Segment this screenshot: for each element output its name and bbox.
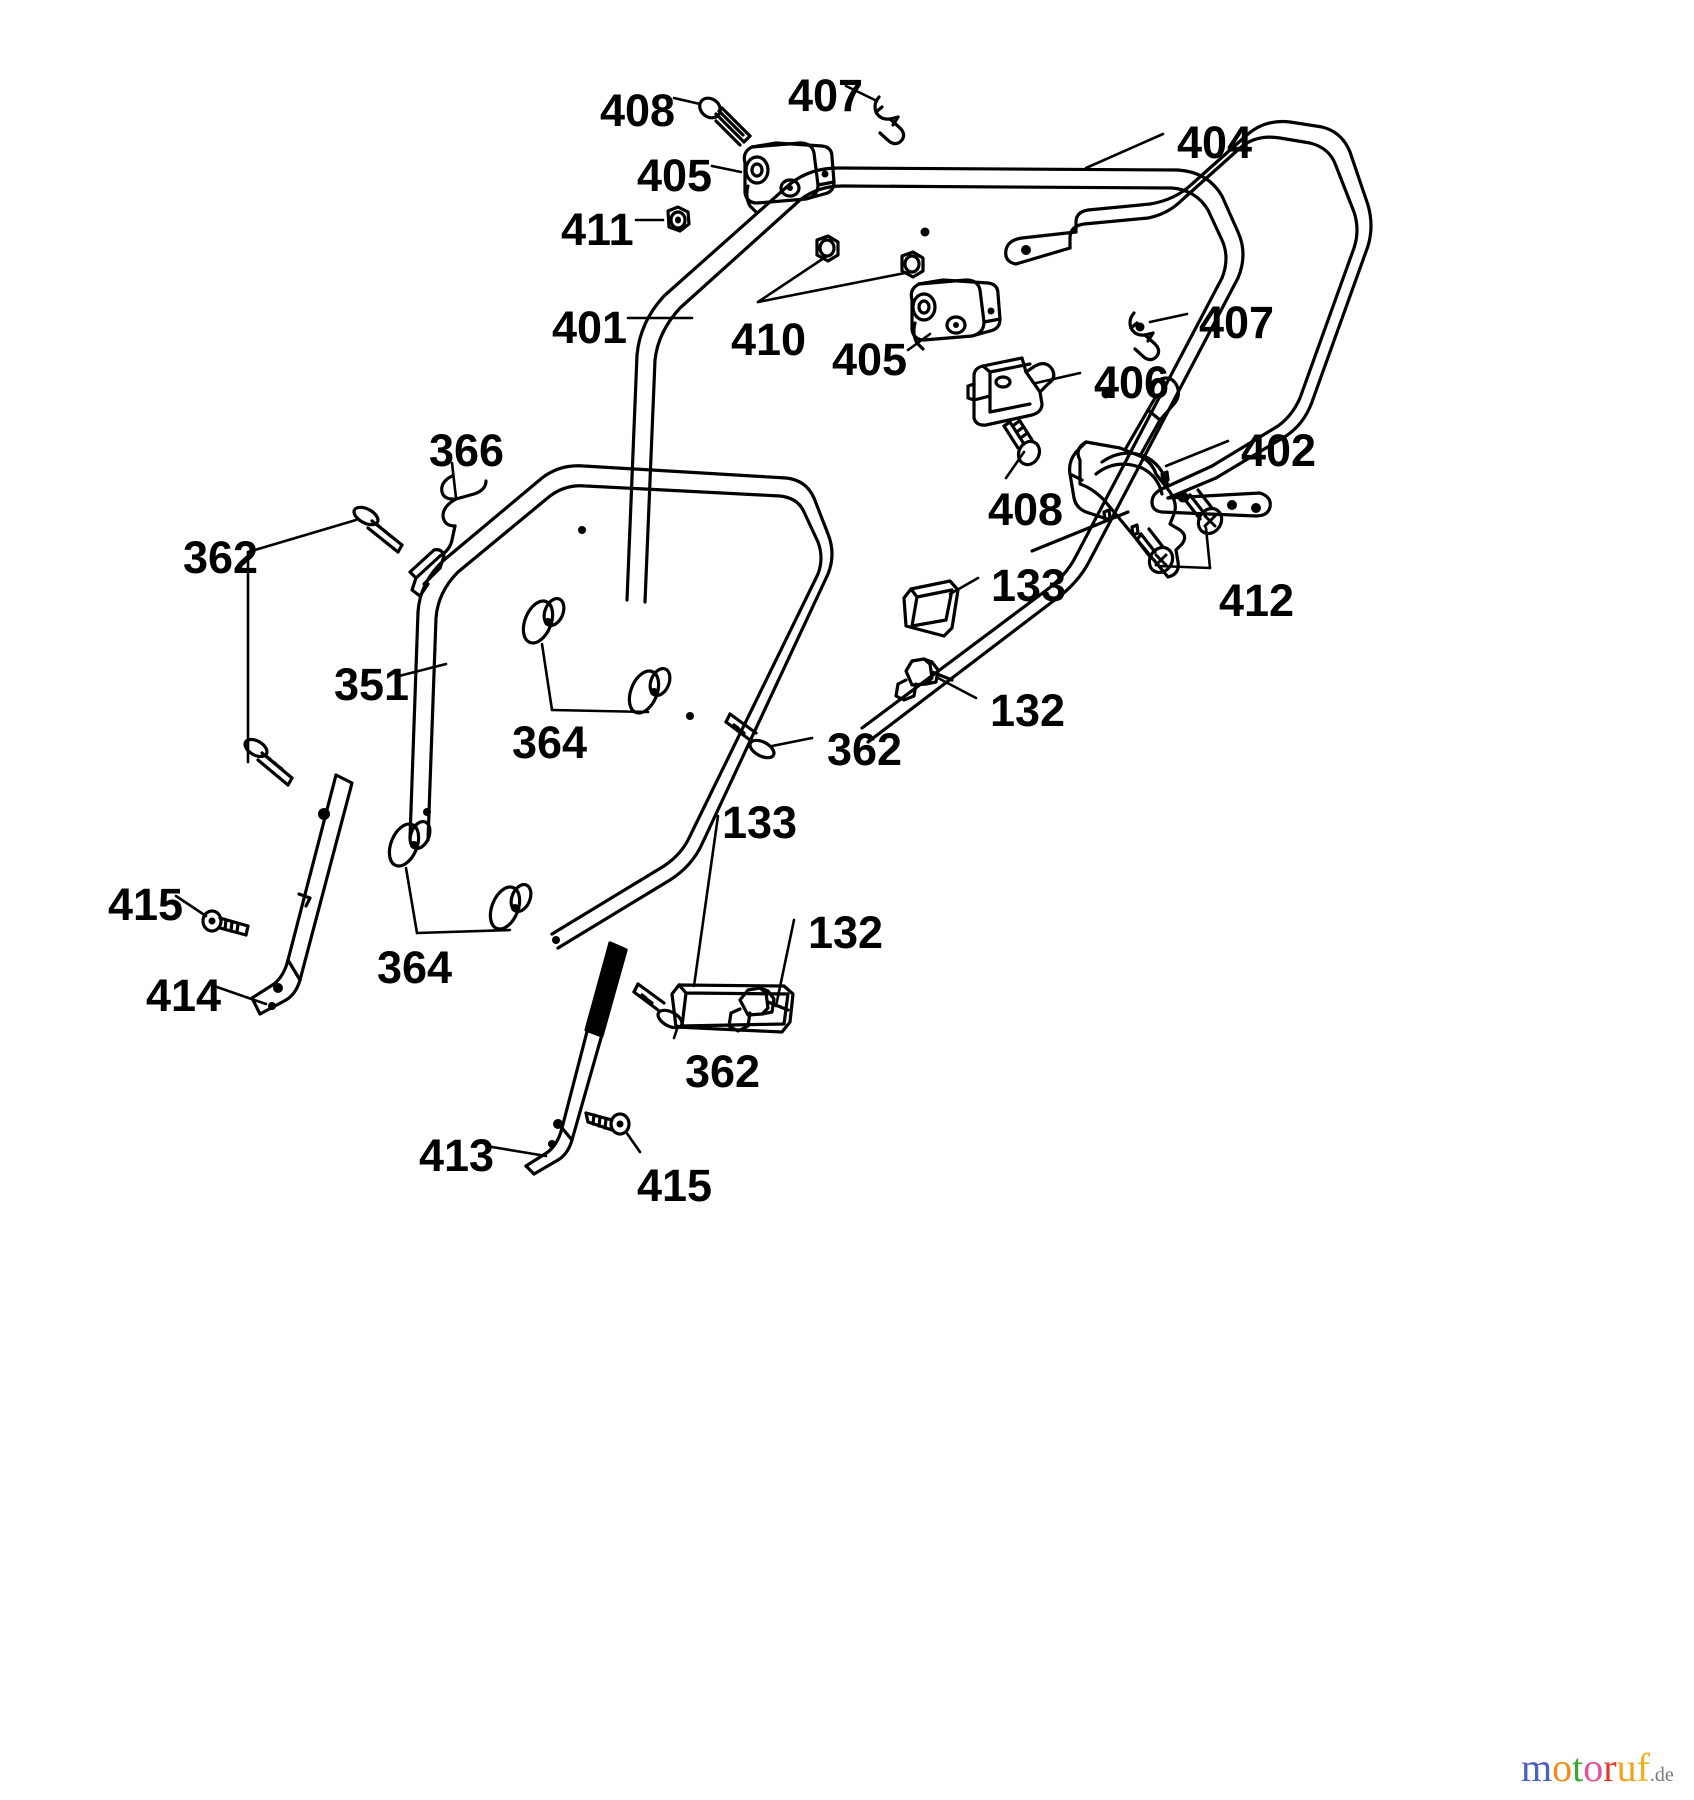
part-bolt-407-upper — [873, 95, 906, 146]
part-cable-clamp-405-lower — [909, 278, 1002, 351]
part-screw-415-left — [201, 909, 250, 937]
part-screw-412-lower — [1135, 527, 1175, 575]
watermark-char-r: r — [1603, 1745, 1617, 1790]
callout-362-left: 362 — [183, 532, 259, 583]
part-cable-retainer-406 — [966, 356, 1056, 427]
callout-406: 406 — [1094, 357, 1170, 408]
callout-405-upper: 405 — [637, 150, 713, 201]
part-switch-bracket-133-upper — [902, 579, 960, 638]
part-handle-bracket-413 — [524, 941, 628, 1176]
callout-415-right: 415 — [637, 1160, 713, 1211]
part-rivet-362-left-end — [243, 737, 294, 787]
part-throttle-control-402 — [1030, 376, 1187, 579]
part-nut-410-b — [900, 250, 925, 279]
callout-364-lower: 364 — [377, 942, 453, 993]
watermark-char-t: t — [1572, 1745, 1584, 1790]
callout-410: 410 — [731, 314, 807, 365]
callout-413: 413 — [419, 1130, 495, 1181]
callout-133-upper: 133 — [991, 560, 1067, 611]
part-nut-411 — [666, 205, 691, 233]
callout-407-lower: 407 — [1199, 297, 1275, 348]
part-switch-bracket-133-lower — [670, 983, 795, 1034]
part-handle-bracket-414 — [250, 773, 354, 1016]
part-switch-132-upper — [894, 657, 954, 702]
callout-364-upper: 364 — [512, 717, 588, 768]
part-cable-clip-364-a — [521, 596, 566, 645]
callout-412: 412 — [1219, 575, 1295, 626]
part-spring-clip-366 — [408, 474, 488, 598]
watermark-char-m: m — [1521, 1745, 1553, 1790]
part-rivet-362-b — [724, 712, 776, 760]
callout-408-lower: 408 — [988, 484, 1064, 535]
watermark-tld: .de — [1649, 1764, 1674, 1786]
callout-407-upper: 407 — [788, 70, 864, 121]
part-bolt-407-lower — [1128, 311, 1161, 362]
part-cable-clip-364-d — [488, 882, 533, 931]
callout-402: 402 — [1241, 425, 1317, 476]
part-lower-handle-351 — [408, 464, 834, 950]
part-rivet-362-a — [352, 505, 404, 554]
watermark-char-u: u — [1616, 1745, 1637, 1790]
watermark-char-f: f — [1636, 1745, 1650, 1790]
callout-362-bottom: 362 — [685, 1046, 761, 1097]
callout-132-upper: 132 — [990, 685, 1066, 736]
part-nut-410-a — [815, 234, 840, 263]
part-screw-412-upper — [1184, 488, 1224, 536]
watermark-char-o2: o — [1583, 1745, 1604, 1790]
part-screw-415-right — [584, 1111, 631, 1136]
callout-408-upper: 408 — [600, 85, 676, 136]
callout-132-lower: 132 — [808, 907, 884, 958]
callout-411: 411 — [561, 204, 634, 255]
part-switch-132-lower — [727, 986, 790, 1033]
part-screw-408-upper — [698, 96, 752, 147]
part-screw-408-lower — [1002, 416, 1042, 467]
part-cable-clip-364-c — [387, 819, 432, 868]
part-handle-bail-bar-404 — [1004, 119, 1373, 518]
callout-414: 414 — [146, 970, 222, 1021]
callout-415-left: 415 — [108, 879, 184, 930]
callout-362-mid: 362 — [827, 724, 903, 775]
callout-405-lower: 405 — [832, 334, 908, 385]
callout-404: 404 — [1177, 117, 1253, 168]
callout-133-lower: 133 — [722, 797, 798, 848]
callout-366: 366 — [429, 425, 505, 476]
leader-lines — [174, 84, 1230, 1158]
part-upper-handle-401 — [625, 166, 1245, 744]
part-cable-clip-364-b — [627, 666, 672, 715]
callout-401: 401 — [552, 302, 628, 353]
site-watermark: motoruf.de — [1521, 1748, 1674, 1788]
watermark-char-o1: o — [1552, 1745, 1573, 1790]
part-cable-clamp-405-upper — [742, 141, 836, 214]
callout-351: 351 — [334, 659, 410, 710]
